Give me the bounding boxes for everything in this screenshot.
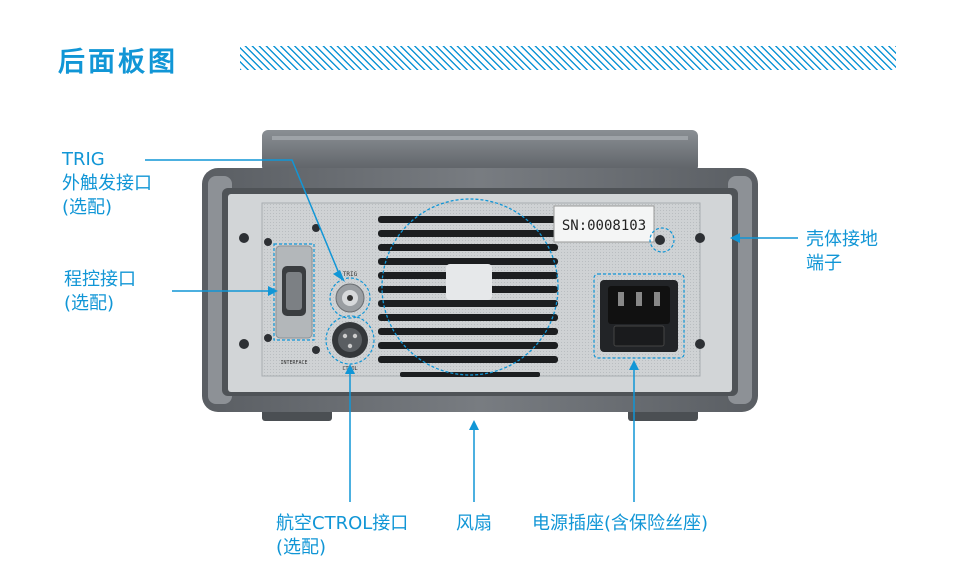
ctrol-callout: 航空CTROL接口 (选配): [276, 512, 408, 560]
ctrol-arrowhead: [345, 364, 355, 374]
program-callout-title: 程控接口: [64, 269, 136, 290]
interface-highlight-box: [273, 243, 315, 341]
ground-callout-title: 壳体接地: [806, 229, 878, 250]
ground-highlight-circle: [649, 227, 675, 253]
ctrol-connector: CTROL: [332, 322, 368, 372]
fan-arrowhead: [469, 420, 479, 430]
serial-label: SN:0008103: [553, 205, 655, 243]
program-callout: 程控接口 (选配): [64, 268, 136, 316]
power-callout: 电源插座(含保险丝座): [532, 512, 708, 536]
ground-callout: 壳体接地 端子: [806, 228, 878, 276]
power-socket: [600, 280, 678, 352]
fan-grille: [378, 216, 558, 377]
ctrol-callout-title: 航空CTROL接口: [276, 513, 409, 534]
power-highlight-box: [593, 273, 685, 359]
leader-arrowheads: [268, 233, 740, 430]
power-callout-title: 电源插座(含保险丝座): [532, 513, 709, 534]
trig-callout-optional: (选配): [62, 197, 113, 218]
trig-leader-line: [145, 159, 341, 277]
fan-callout-title: 风扇: [456, 513, 492, 534]
top-cover: [262, 130, 698, 172]
program-arrowhead: [268, 286, 278, 296]
title-hatch-decoration: [240, 46, 896, 70]
trig-port-label: TRIG: [343, 271, 358, 278]
corner-screws: [239, 224, 705, 354]
trig-bnc-port: TRIG: [335, 271, 365, 313]
trig-callout-desc: 外触发接口: [62, 173, 152, 194]
serial-number-text: SN:0008103: [562, 218, 646, 234]
page-title: 后面板图: [58, 47, 178, 78]
ground-arrowhead: [730, 233, 740, 243]
ground-callout-title-cont: 端子: [806, 253, 842, 274]
trig-callout: TRIG 外触发接口 (选配): [62, 148, 152, 220]
interface-port-label: INTERFACE: [280, 360, 307, 366]
trig-callout-title: TRIG: [62, 149, 105, 170]
fan-callout: 风扇: [456, 512, 492, 536]
trig-highlight-circle: [329, 277, 371, 319]
interface-port: INTERFACE: [275, 245, 313, 366]
power-arrowhead: [629, 360, 639, 370]
leader-lines: [145, 159, 798, 502]
ctrol-callout-optional: (选配): [276, 537, 327, 558]
trig-arrowhead: [333, 270, 345, 282]
fan-highlight-circle: [381, 198, 559, 376]
program-callout-optional: (选配): [64, 293, 115, 314]
